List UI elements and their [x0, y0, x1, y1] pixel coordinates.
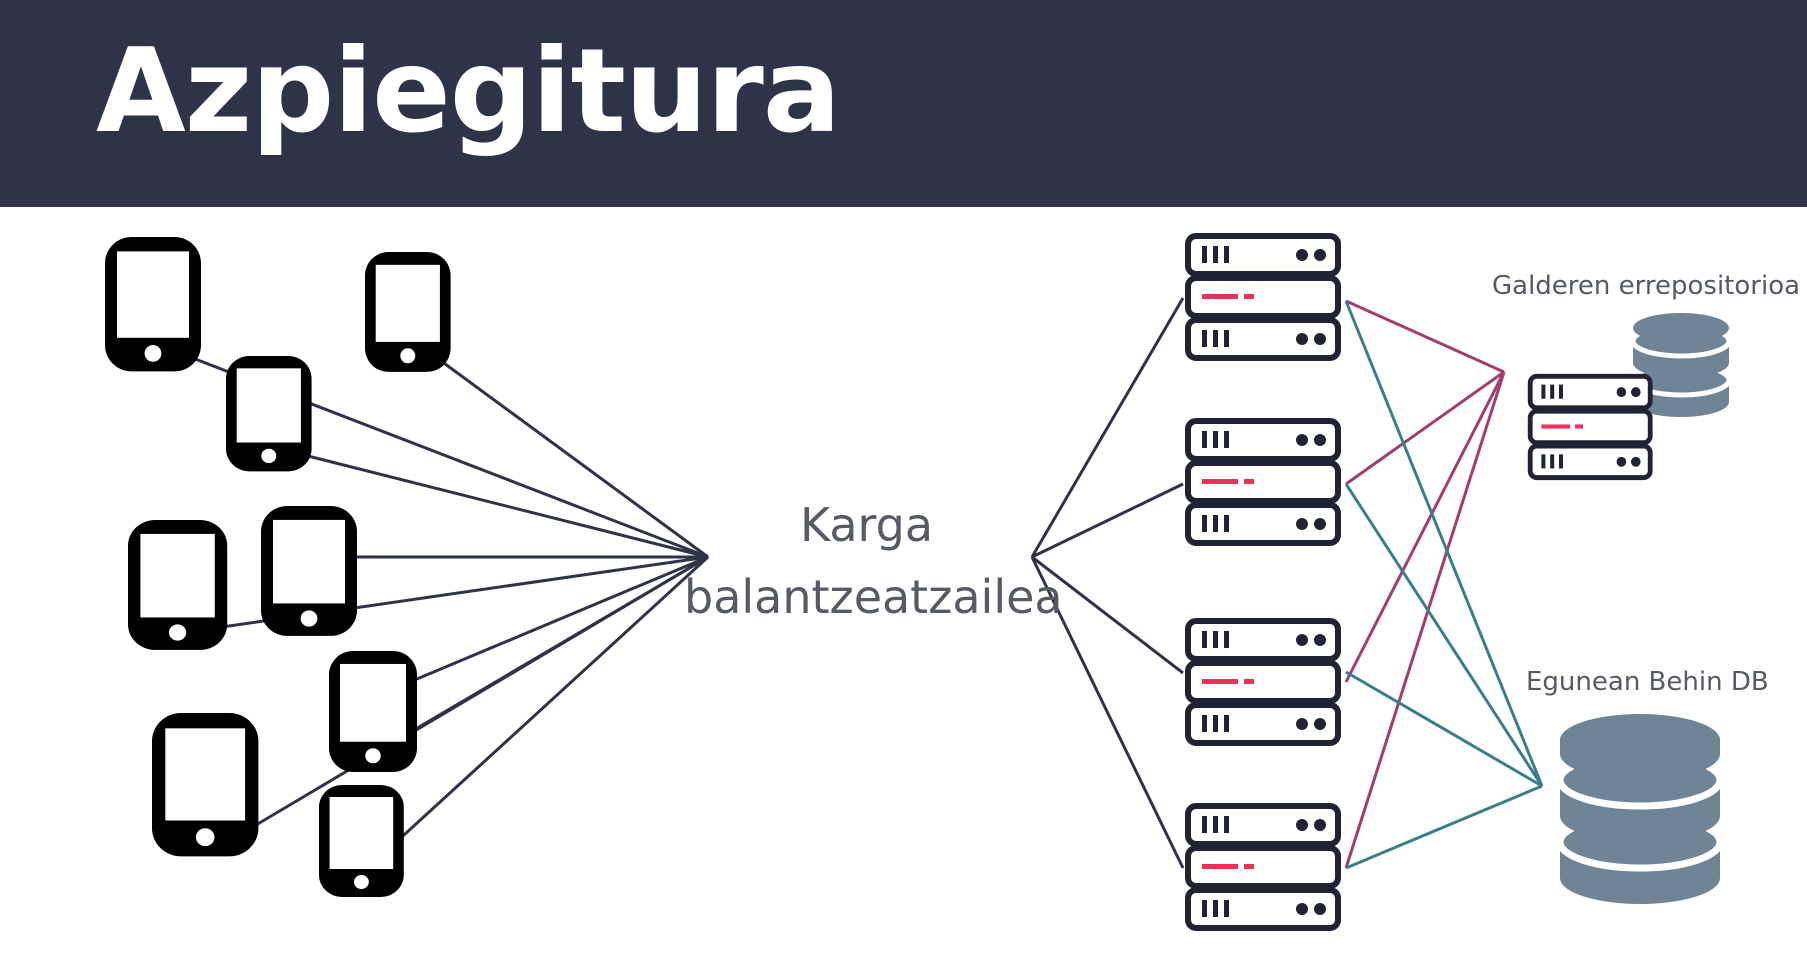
smartphone-icon — [319, 785, 404, 897]
repository-connections — [1344, 299, 1506, 869]
device-connections — [189, 355, 710, 847]
smartphone-icon — [105, 237, 201, 372]
smartphone-icon — [329, 651, 417, 772]
repository-server-icon — [1530, 376, 1650, 477]
architecture-diagram — [105, 207, 1732, 958]
balancer-connections — [1030, 297, 1185, 869]
smartphone-icon — [152, 713, 259, 857]
database-connections — [1344, 300, 1544, 870]
repository-label: Galderen errepositorioa — [1492, 271, 1801, 301]
smartphone-icon — [261, 506, 357, 636]
server-rack-icon — [1188, 421, 1338, 543]
page-title: Azpiegitura — [96, 24, 841, 159]
server-rack-icon — [1188, 236, 1338, 358]
server-rack-icon — [1188, 806, 1338, 928]
repository-database-icon — [1630, 313, 1732, 417]
load-balancer-label-line2: balantzeatzailea — [684, 570, 1063, 624]
database-icon — [1556, 714, 1724, 904]
smartphone-icon — [226, 356, 312, 472]
smartphone-icon — [365, 252, 451, 372]
header-banner: Azpiegitura — [0, 0, 1807, 207]
database-label: Egunean Behin DB — [1526, 667, 1769, 697]
smartphone-icon — [128, 520, 228, 650]
server-rack-icon — [1188, 621, 1338, 743]
load-balancer-label-line1: Karga — [800, 498, 934, 552]
